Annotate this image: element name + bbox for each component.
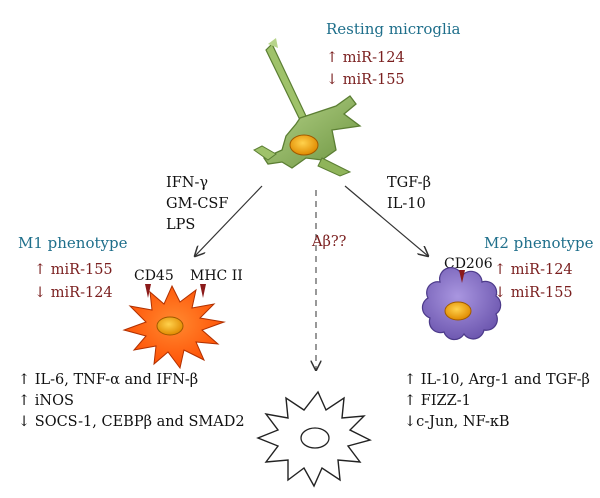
- arrow-to-m1: [195, 185, 263, 256]
- m2-mirna-1: ↑ miR-124: [494, 262, 573, 278]
- m1-output-3: ↓ SOCS-1, CEBPβ and SMAD2: [18, 414, 245, 430]
- m1-output-2: ↑ iNOS: [18, 393, 74, 409]
- m2-stimulus-1: TGF-β: [387, 175, 431, 191]
- m2-stimulus-2: IL-10: [387, 196, 426, 212]
- arrow-to-m2: [344, 185, 428, 256]
- m1-stimulus-3: LPS: [166, 217, 195, 233]
- m2-output-3: ↓c-Jun, NF-κB: [404, 414, 510, 430]
- m1-stimulus-2: GM-CSF: [166, 196, 228, 212]
- m2-mirna-2: ↓ miR-155: [494, 285, 573, 301]
- m1-marker-mhc2: MHC II: [190, 268, 243, 284]
- m1-nucleus: [156, 316, 184, 336]
- m2-nucleus: [444, 301, 472, 321]
- m1-cell-icon: [122, 284, 226, 370]
- resting-microglia-cell-icon: [253, 38, 362, 177]
- m1-mirna-1: ↑ miR-155: [34, 262, 113, 278]
- m1-title: M1 phenotype: [18, 234, 128, 252]
- resting-nucleus: [289, 134, 319, 156]
- m2-output-1: ↑ IL-10, Arg-1 and TGF-β: [404, 372, 590, 388]
- mhc2-receptor-icon: [200, 284, 206, 298]
- cd206-receptor-icon: [459, 270, 465, 283]
- resting-mirna-2: ↓ miR-155: [326, 72, 405, 88]
- m1-marker-cd45: CD45: [134, 268, 174, 284]
- m2-marker-cd206: CD206: [444, 256, 493, 272]
- resting-title: Resting microglia: [326, 20, 461, 38]
- center-label: Aβ??: [311, 234, 347, 250]
- m2-cell-icon: [421, 267, 502, 341]
- cd45-receptor-icon: [145, 284, 151, 298]
- m2-output-2: ↑ FIZZ-1: [404, 393, 471, 409]
- m1-output-1: ↑ IL-6, TNF-α and IFN-β: [18, 372, 198, 388]
- m1-mirna-2: ↓ miR-124: [34, 285, 113, 301]
- m2-title: M2 phenotype: [484, 234, 594, 252]
- unknown-state-cell-icon: [256, 390, 372, 488]
- resting-mirna-1: ↑ miR-124: [326, 50, 405, 66]
- m1-stimulus-1: IFN-γ: [166, 175, 208, 191]
